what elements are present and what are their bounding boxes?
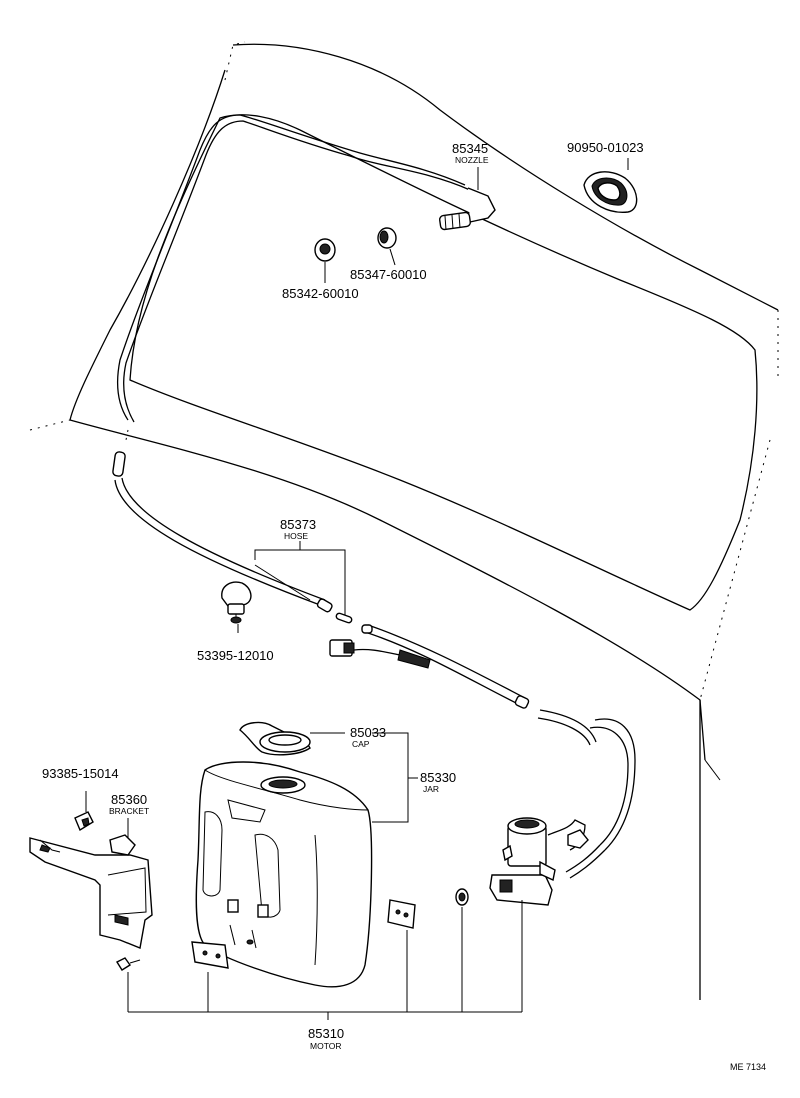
motor-name: MOTOR (310, 1041, 341, 1051)
window-glass (129, 114, 758, 611)
lower-hose (112, 451, 636, 879)
cap-part (239, 721, 345, 756)
nozzle-number: 85345 (452, 141, 488, 156)
nozzle-name: NOZZLE (455, 155, 489, 165)
motor-part (489, 817, 589, 1012)
bracket-name: BRACKET (109, 806, 149, 816)
jar-number: 85330 (420, 770, 456, 785)
motor-leaders (127, 907, 522, 1020)
clamp-number: 53395-12010 (197, 648, 274, 663)
bracket-part (29, 818, 153, 949)
gasket-part (377, 227, 397, 266)
leader-lines (477, 158, 629, 190)
screw-part (74, 791, 94, 832)
reference-code: ME 7134 (730, 1062, 766, 1072)
nozzle-part (438, 187, 496, 231)
door-outline (29, 41, 779, 1000)
jar-part (195, 732, 418, 988)
bottom-small-parts (115, 888, 469, 971)
screw-number: 93385-15014 (42, 766, 119, 781)
bracket-number: 85360 (111, 792, 147, 807)
grommet-part (583, 171, 638, 213)
cap-name: CAP (352, 739, 370, 749)
motor-number: 85310 (308, 1026, 344, 1041)
cap-number: 85033 (350, 725, 386, 740)
clamp-part (221, 581, 252, 633)
nut-number: 85342-60010 (282, 286, 359, 301)
hose-dash (124, 429, 129, 446)
grommet-number: 90950-01023 (567, 140, 644, 155)
hose-name: HOSE (284, 531, 308, 541)
jar-name: JAR (423, 784, 439, 794)
nut-part (314, 238, 336, 283)
gasket-number: 85347-60010 (350, 267, 427, 282)
upper-hose (117, 114, 471, 423)
hose-number: 85373 (280, 517, 316, 532)
